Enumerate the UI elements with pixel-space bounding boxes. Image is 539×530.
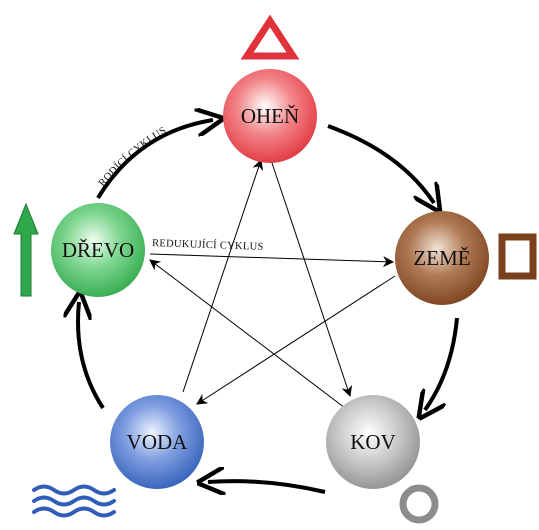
node-water-label: VODA — [127, 430, 188, 454]
generating-cycle-label: RODÍCÍ CYKLUS — [97, 125, 168, 189]
reducing-cycle-label: REDUKUJÍCÍ CYKLUS — [152, 237, 264, 253]
node-fire-label: OHEŇ — [241, 104, 299, 128]
node-metal: KOV — [326, 395, 420, 489]
reducing-cycle — [149, 158, 396, 409]
reducing-arrow-metal-to-wood — [149, 259, 346, 409]
node-metal-label: KOV — [350, 430, 396, 454]
node-wood: DŘEVO — [51, 203, 145, 297]
reducing-arrow-water-to-fire — [182, 158, 264, 393]
generating-arrow-wood-to-fire — [96, 120, 213, 200]
node-earth-label: ZEMĚ — [413, 246, 470, 270]
svg-text:RODÍCÍ CYKLUS: RODÍCÍ CYKLUS — [97, 125, 169, 189]
generating-arrow-fire-to-earth — [327, 124, 434, 203]
reducing-arrow-wood-to-earth — [149, 253, 395, 268]
node-earth: ZEMĚ — [395, 211, 489, 305]
wood-up-arrow-icon — [13, 202, 39, 297]
generating-cycle — [78, 120, 459, 492]
metal-ring-icon — [399, 484, 439, 524]
earth-square-icon — [498, 233, 537, 280]
node-water: VODA — [110, 395, 204, 489]
generating-arrow-earth-to-metal — [425, 317, 459, 410]
water-waves-icon — [32, 484, 116, 518]
generating-arrow-water-to-wood — [78, 302, 105, 410]
node-fire: OHEŇ — [223, 69, 317, 163]
generating-arrow-metal-to-water — [208, 481, 326, 492]
node-wood-label: DŘEVO — [62, 238, 134, 262]
fire-triangle-icon — [240, 14, 300, 60]
reducing-arrow-earth-to-water — [196, 275, 396, 405]
reducing-arrow-fire-to-metal — [270, 159, 353, 398]
